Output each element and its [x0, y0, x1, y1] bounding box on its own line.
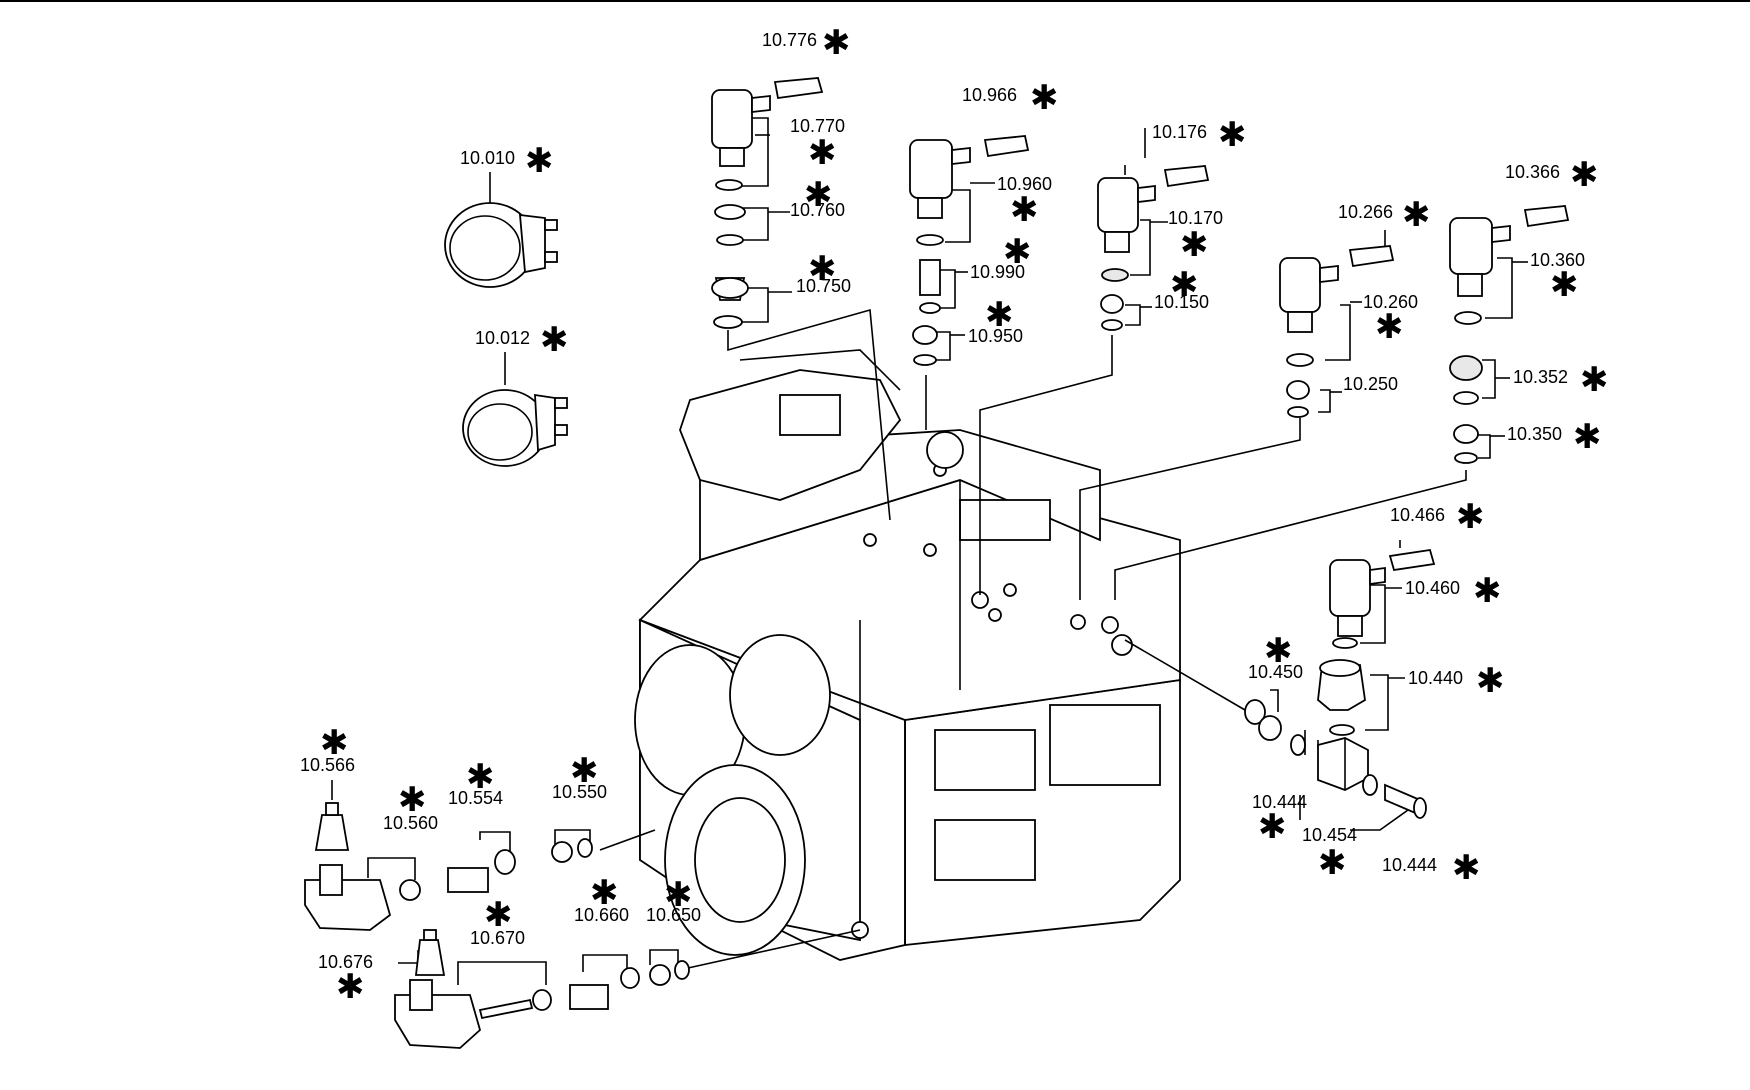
part-label-10554: 10.554 [448, 788, 504, 808]
asterisk-marker: ✱ [808, 133, 837, 173]
part-label-10266: 10.266 [1338, 202, 1394, 222]
part-label-10460: 10.460 [1405, 578, 1461, 598]
asterisk-marker: ✱ [1570, 155, 1599, 195]
part-label-10012: 10.012 [475, 328, 531, 348]
asterisk-marker: ✱ [540, 320, 569, 360]
asterisk-marker: ✱ [1264, 631, 1293, 671]
asterisk-marker: ✱ [1030, 78, 1059, 118]
part-label-10466: 10.466 [1390, 505, 1446, 525]
part-label-10776: 10.776 [762, 30, 818, 50]
asterisk-marker: ✱ [1180, 225, 1209, 265]
part-label-10960: 10.960 [997, 174, 1053, 194]
part-label-10676: 10.676 [318, 952, 374, 972]
transmission-housing [634, 349, 1181, 961]
part-label-10444b: 10.444 [1382, 855, 1438, 875]
asterisk-marker: ✱ [1550, 265, 1579, 305]
asterisk-marker: ✱ [1003, 232, 1032, 272]
asterisk-marker: ✱ [336, 967, 365, 1007]
asterisk-marker: ✱ [1258, 807, 1287, 847]
asterisk-marker: ✱ [320, 723, 349, 763]
part-label-10750: 10.750 [796, 276, 852, 296]
part-label-10360: 10.360 [1530, 250, 1586, 270]
asterisk-marker: ✱ [822, 23, 851, 63]
asterisk-marker: ✱ [1170, 265, 1199, 305]
asterisk-marker: ✱ [1218, 115, 1247, 155]
part-label-10150: 10.150 [1154, 292, 1210, 312]
part-label-10660: 10.660 [574, 905, 630, 925]
asterisk-marker: ✱ [1402, 195, 1431, 235]
part-label-10566: 10.566 [300, 755, 356, 775]
part-label-10450: 10.450 [1248, 662, 1304, 682]
asterisk-marker: ✱ [1573, 417, 1602, 457]
asterisk-marker: ✱ [1010, 190, 1039, 230]
asterisk-marker: ✱ [1476, 661, 1505, 701]
asterisk-marker: ✱ [525, 141, 554, 181]
part-label-10350: 10.350 [1507, 424, 1563, 444]
asterisk-marker: ✱ [804, 175, 833, 215]
part-label-10366: 10.366 [1505, 162, 1561, 182]
part-label-10560: 10.560 [383, 813, 439, 833]
asterisk-marker: ✱ [484, 895, 513, 935]
part-label-10010: 10.010 [460, 148, 516, 168]
part-label-10440: 10.440 [1408, 668, 1464, 688]
part-label-10670: 10.670 [470, 928, 526, 948]
part-label-10950: 10.950 [968, 326, 1024, 346]
top-border [0, 0, 1750, 2]
part-label-10260: 10.260 [1363, 292, 1419, 312]
part-label-10444a: 10.444 [1252, 792, 1308, 812]
part-label-10454: 10.454 [1302, 825, 1358, 845]
part-label-10966: 10.966 [962, 85, 1018, 105]
asterisk-marker: ✱ [466, 757, 495, 797]
part-label-10170: 10.170 [1168, 208, 1224, 228]
part-label-10770: 10.770 [790, 116, 846, 136]
part-label-10990: 10.990 [970, 262, 1026, 282]
asterisk-marker: ✱ [570, 751, 599, 791]
asterisk-marker: ✱ [590, 873, 619, 913]
leader-lines [331, 117, 1528, 985]
asterisk-marker: ✱ [985, 295, 1014, 335]
asterisk-marker: ✱ [808, 249, 837, 289]
asterisk-marker: ✱ [664, 875, 693, 915]
asterisk-marker: ✱ [1452, 848, 1481, 888]
asterisk-marker: ✱ [1375, 307, 1404, 347]
parts [304, 77, 1570, 1049]
part-label-10760: 10.760 [790, 200, 846, 220]
part-label-10352: 10.352 [1513, 367, 1569, 387]
asterisk-marker: ✱ [1318, 843, 1347, 883]
asterisk-marker: ✱ [1580, 360, 1609, 400]
part-label-10250: 10.250 [1343, 374, 1399, 394]
part-label-10176: 10.176 [1152, 122, 1208, 142]
asterisk-marker: ✱ [1473, 571, 1502, 611]
part-label-10550: 10.550 [552, 782, 608, 802]
asterisk-marker: ✱ [1456, 497, 1485, 537]
asterisk-marker: ✱ [398, 780, 427, 820]
part-label-10650: 10.650 [646, 905, 702, 925]
